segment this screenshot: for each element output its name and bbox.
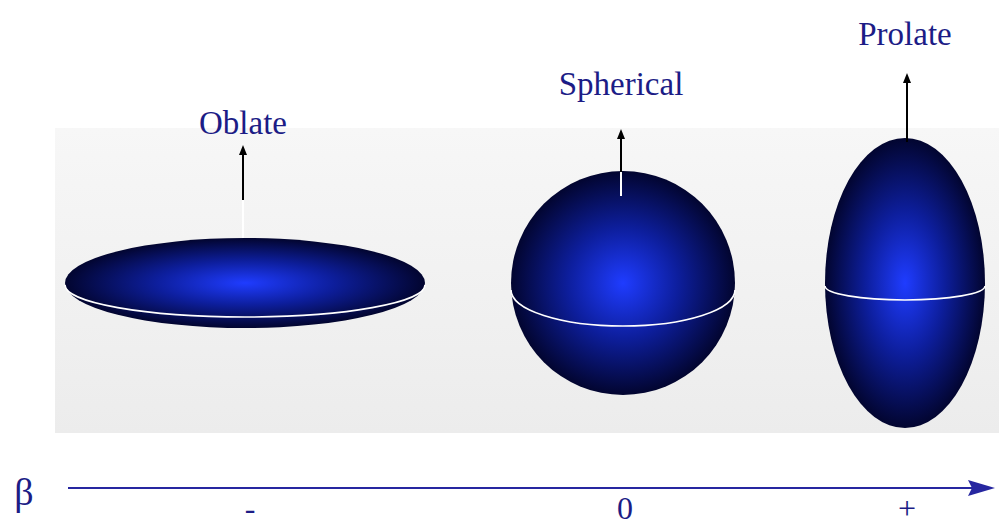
equator-line [65,285,425,317]
symmetry-arrow [620,134,622,172]
symmetry-arrow [242,150,244,200]
beta-axis [68,487,975,489]
symmetry-axis [620,172,622,196]
axis-tick-label: 0 [617,492,633,524]
symmetry-axis [242,150,244,238]
backdrop [55,128,999,433]
axis-symbol: β [14,473,33,511]
equator-line [511,290,735,326]
prolate-ellipsoid [825,138,985,428]
shape-label: Spherical [559,68,684,101]
sphere [511,171,735,395]
axis-tick-label: + [898,492,916,524]
equator-line [825,286,985,300]
axis-tick-label: - [245,492,256,524]
axis-arrowhead [968,480,995,496]
shape-label: Oblate [199,107,287,140]
oblate-ellipsoid [65,238,425,328]
symmetry-axis [242,200,244,238]
shape-label: Prolate [858,18,951,51]
symmetry-arrow [906,78,908,142]
